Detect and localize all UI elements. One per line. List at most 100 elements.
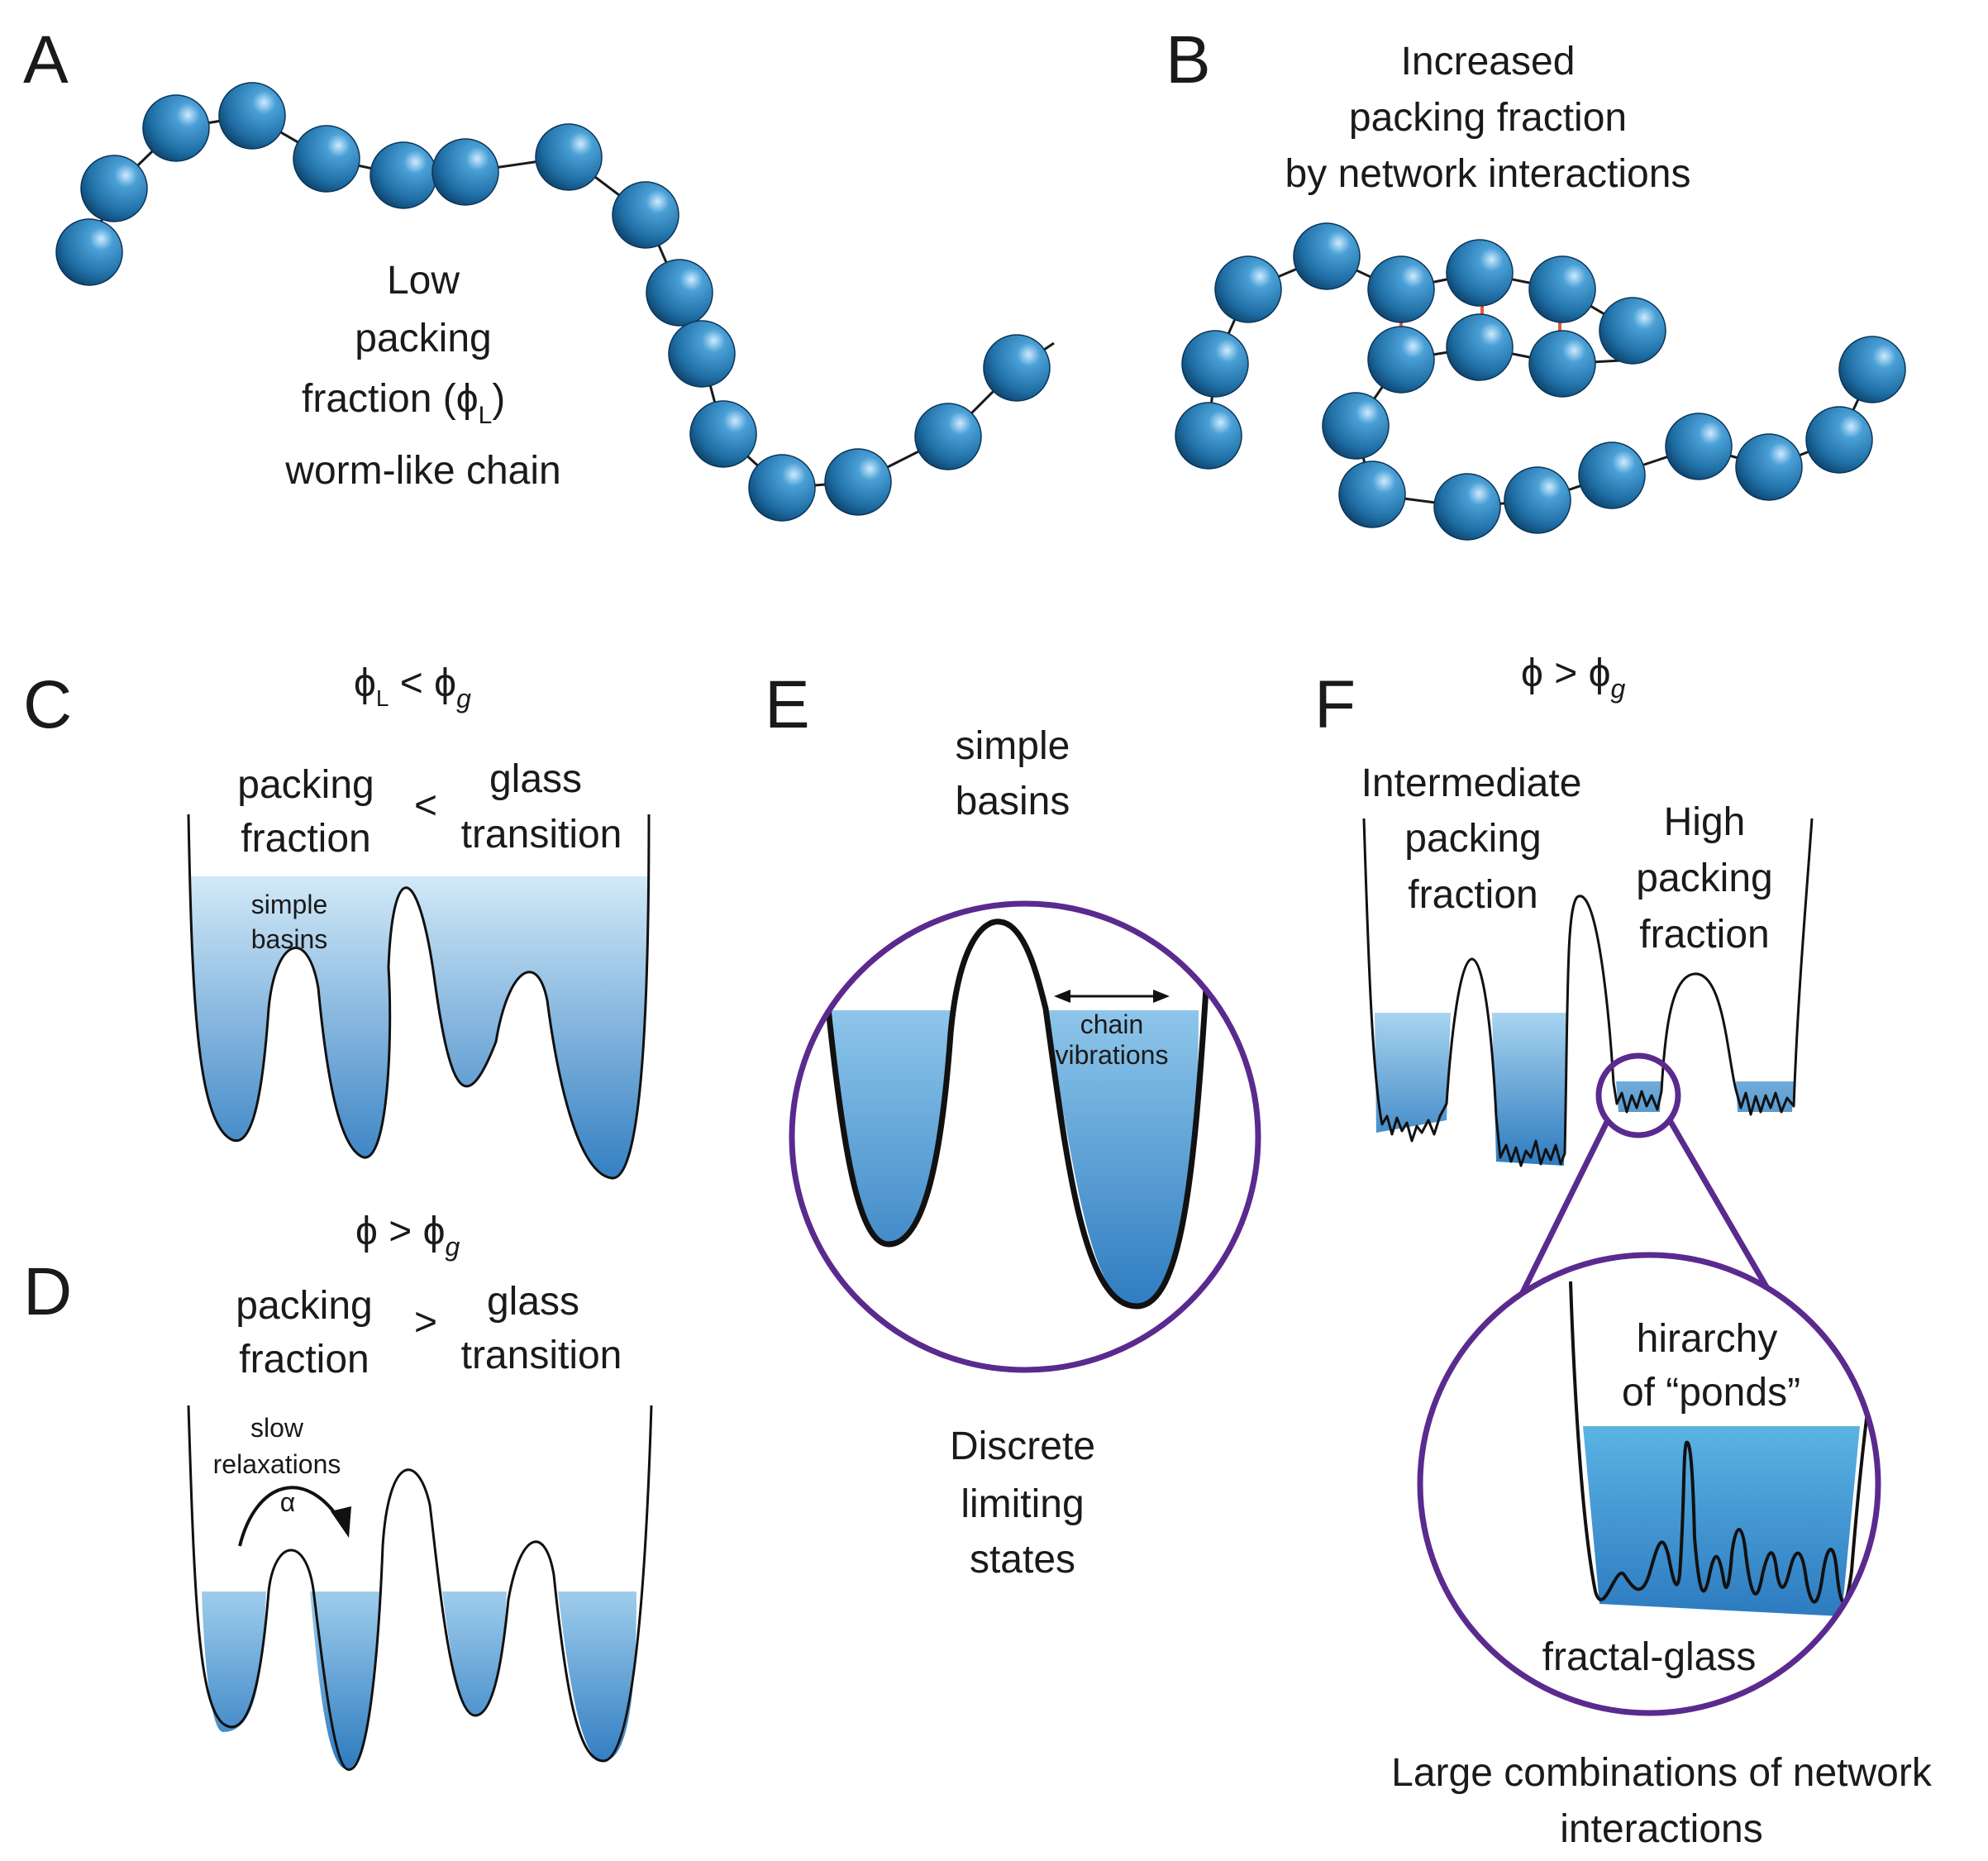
label-states: states <box>970 1538 1075 1582</box>
bead <box>1446 239 1514 307</box>
label-interactions: interactions <box>1560 1807 1762 1851</box>
label-packing: packing <box>355 317 491 360</box>
label-simple: simple <box>956 724 1070 768</box>
label-packing-fraction: packing fraction <box>1349 96 1627 140</box>
bead <box>914 403 982 470</box>
condition-d: ϕ > ϕg <box>355 1210 460 1262</box>
label-high: High <box>1664 800 1746 844</box>
label-large-combinations: Large combinations of network <box>1391 1751 1933 1795</box>
label-packing: packing <box>1404 817 1541 861</box>
bead <box>218 82 286 150</box>
bead <box>1735 433 1803 501</box>
label-vibrations: vibrations <box>1056 1040 1169 1070</box>
bead <box>1665 413 1733 480</box>
panel-e: E simple basins chain vibrations Discret… <box>765 667 1261 1582</box>
label-transition: transition <box>461 813 622 857</box>
condition-f: ϕ > ϕg <box>1521 651 1625 704</box>
panel-b: B Increased packing fraction by network … <box>1166 22 1906 541</box>
label-fraction: fraction <box>241 817 370 861</box>
panel-c: C ϕL < ϕg packing fraction < glass trans… <box>23 661 651 1180</box>
magnifier-small-circle <box>1595 1052 1681 1138</box>
bead-chain-a <box>55 82 1051 522</box>
condition-c: ϕL < ϕg <box>354 661 471 713</box>
label-chain: chain <box>1080 1009 1144 1039</box>
panel-letter-e: E <box>765 667 810 742</box>
bead <box>1528 255 1596 323</box>
label-fraction: fraction <box>1408 873 1537 917</box>
water-pond-d1 <box>202 1591 266 1732</box>
label-packing: packing <box>237 763 374 807</box>
bead <box>80 155 148 222</box>
label-alpha: α <box>280 1487 296 1517</box>
fractal-landscape <box>1569 1281 1870 1604</box>
bead <box>824 448 892 516</box>
bead <box>1367 255 1435 323</box>
label-worm-like-chain: worm-like chain <box>284 449 560 493</box>
panel-d: D ϕ > ϕg packing fraction > glass transi… <box>23 1210 653 1771</box>
bead <box>293 125 360 193</box>
panel-letter-d: D <box>23 1254 72 1329</box>
water-basin-e2 <box>1046 1010 1199 1306</box>
energy-landscape-e <box>823 919 1210 1310</box>
bead <box>1214 255 1282 323</box>
bead <box>646 259 713 327</box>
bead <box>1322 392 1390 460</box>
bead <box>1433 473 1501 541</box>
label-relaxations: relaxations <box>213 1449 341 1479</box>
label-low: Low <box>387 259 460 303</box>
bead <box>1446 313 1514 381</box>
bead <box>1838 336 1906 403</box>
bead <box>668 320 736 388</box>
water-fill-c <box>188 876 649 1179</box>
relaxation-arrowhead <box>331 1506 351 1538</box>
label-increased: Increased <box>1401 40 1576 84</box>
water-pond-d3 <box>442 1591 507 1715</box>
less-than-sign: < <box>414 784 437 828</box>
water-pond-d2 <box>310 1591 380 1769</box>
label-fractal-glass: fractal-glass <box>1542 1635 1757 1679</box>
bead <box>369 141 437 209</box>
water-pond-f1 <box>1375 1013 1451 1133</box>
bead <box>689 400 757 468</box>
panel-letter-c: C <box>23 667 72 742</box>
label-fraction-phi-l: fraction (ϕL) <box>302 377 505 429</box>
bead <box>55 218 123 286</box>
label-packing: packing <box>1636 857 1772 900</box>
label-basins: basins <box>956 780 1070 823</box>
bead <box>983 334 1051 402</box>
label-slow: slow <box>250 1413 304 1443</box>
water-pond-d4 <box>558 1591 636 1761</box>
bead <box>1181 330 1249 398</box>
label-packing: packing <box>236 1284 372 1328</box>
greater-than-sign: > <box>414 1300 437 1344</box>
bead <box>535 123 603 191</box>
label-transition: transition <box>461 1334 622 1377</box>
label-discrete: Discrete <box>950 1424 1095 1468</box>
bead <box>431 138 499 206</box>
bead <box>1528 330 1596 398</box>
label-fraction: fraction <box>239 1338 369 1381</box>
zoom-circle-e <box>789 900 1261 1373</box>
label-intermediate: Intermediate <box>1361 761 1582 805</box>
bead <box>1338 460 1406 528</box>
bead-network-b <box>1175 222 1906 541</box>
vibration-arrowhead-left <box>1054 990 1070 1003</box>
panel-letter-b: B <box>1166 22 1211 98</box>
bead <box>1805 406 1873 474</box>
bead <box>1367 326 1435 394</box>
label-basins: basins <box>251 924 328 954</box>
label-simple: simple <box>251 890 327 919</box>
energy-landscape-c <box>187 814 651 1180</box>
bead <box>1175 402 1242 470</box>
label-network-interactions: by network interactions <box>1285 152 1691 196</box>
label-of-ponds: of “ponds” <box>1622 1371 1800 1415</box>
panel-letter-f: F <box>1314 667 1356 742</box>
label-limiting: limiting <box>961 1482 1084 1526</box>
vibration-arrowhead-right <box>1153 990 1170 1003</box>
label-glass: glass <box>489 757 582 801</box>
water-zoom <box>1583 1426 1860 1616</box>
water-basin-e1 <box>831 1010 951 1244</box>
bead <box>142 94 210 162</box>
label-glass: glass <box>487 1280 579 1324</box>
